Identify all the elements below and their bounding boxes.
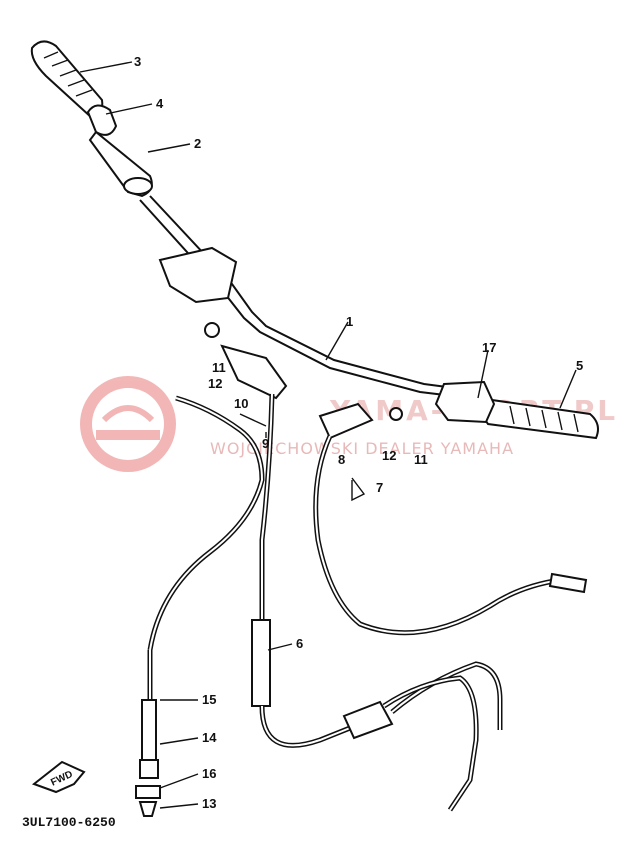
callout-12-left: 12 — [208, 376, 222, 391]
callout-4: 4 — [156, 96, 164, 111]
callout-2: 2 — [194, 136, 201, 151]
part-code: 3UL7100-6250 — [22, 815, 116, 830]
callout-1: 1 — [346, 314, 353, 329]
handlebar — [139, 195, 471, 399]
cables — [135, 393, 588, 817]
callout-12-right: 12 — [382, 448, 396, 463]
callout-11-left: 11 — [212, 360, 226, 375]
callout-7: 7 — [376, 480, 383, 495]
callout-9: 9 — [262, 436, 269, 451]
callout-15: 15 — [202, 692, 216, 707]
callout-11-right: 11 — [414, 452, 428, 467]
callout-3: 3 — [134, 54, 141, 69]
watermark-logo-icon — [80, 376, 176, 472]
grip-collar — [86, 104, 118, 136]
callout-16: 16 — [202, 766, 216, 781]
right-lever-switch — [318, 402, 403, 440]
fwd-arrow: FWD — [31, 760, 86, 794]
callout-14: 14 — [202, 730, 217, 745]
callout-8: 8 — [338, 452, 345, 467]
leader-lines — [79, 61, 577, 809]
callout-5: 5 — [576, 358, 583, 373]
throttle-housing — [434, 380, 496, 424]
left-grip — [30, 40, 104, 120]
callout-17: 17 — [482, 340, 496, 355]
left-holder — [88, 130, 153, 198]
callout-10: 10 — [234, 396, 248, 411]
callout-6: 6 — [296, 636, 303, 651]
callout-labels: 3 4 2 1 5 17 11 12 10 9 8 12 11 7 6 15 1… — [134, 54, 583, 811]
callout-13: 13 — [202, 796, 216, 811]
left-lever — [204, 322, 288, 400]
watermark-line: WOJCIECHOWSKI DEALER YAMAHA — [210, 439, 514, 458]
